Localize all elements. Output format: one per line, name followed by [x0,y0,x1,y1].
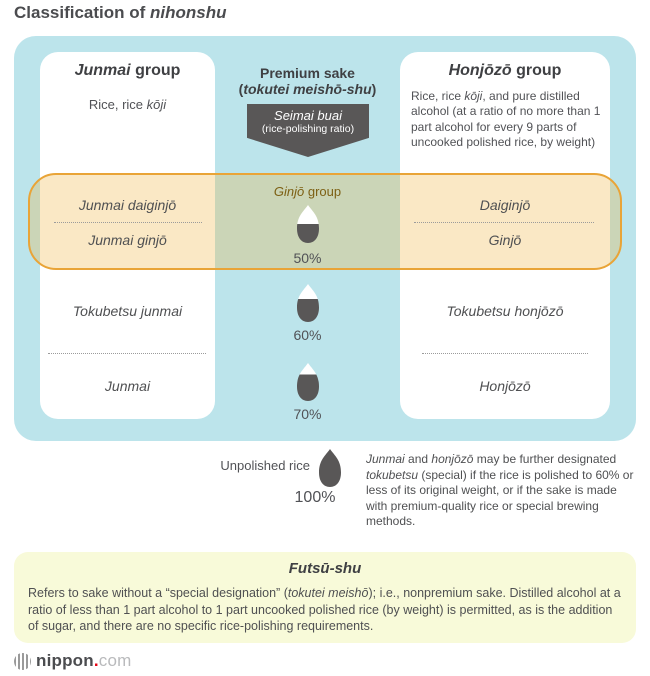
badge-title: Seimai buai [274,108,342,123]
tokubetsu-junmai-label: Tokubetsu junmai [72,303,183,319]
nippon-logo-icon [14,652,31,670]
polish-ratio-70: 70% [293,406,322,422]
ginjo-group-band [28,173,622,270]
tokubetsu-note: Junmai and honjōzō may be further design… [366,452,634,529]
premium-sake-title: Premium sake [260,65,355,81]
divider [54,222,202,223]
page-title: Classification of nihonshu [14,3,227,22]
honjozo-group-header: Honjōzō group [448,62,562,79]
nippon-logo-text: nippon.com [36,651,132,670]
junmai-group-column [40,52,215,419]
junmai-ingredients: Rice, rice kōji [88,97,167,112]
tokubetsu-honjozo-label: Tokubetsu honjōzō [446,303,564,319]
polish-ratio-50: 50% [293,250,322,266]
honjozo-label: Honjōzō [479,378,531,394]
divider [48,353,206,354]
junmai-label: Junmai [104,378,151,394]
polish-ratio-100: 100% [294,489,336,506]
futsu-shu-title: Futsū-shu [288,560,362,577]
unpolished-rice-label: Unpolished rice [220,458,310,473]
honjozo-group-column [400,52,610,419]
junmai-daiginjo-label: Junmai daiginjō [78,197,177,213]
rice-grain-icon [317,449,343,487]
premium-sake-subtitle: (tokutei meishō-shu) [238,81,377,97]
ginjo-label: Ginjō [488,232,522,248]
daiginjo-label: Daiginjō [479,197,531,213]
nippon-logo[interactable]: nippon.com [14,651,132,671]
badge-subtitle: (rice-polishing ratio) [261,123,355,135]
ginjo-group-label: Ginjō group [273,184,342,199]
junmai-ginjo-label: Junmai ginjō [88,232,167,248]
divider [414,222,594,223]
divider [422,353,588,354]
futsu-shu-description: Refers to sake without a “special design… [28,586,621,633]
polish-ratio-60: 60% [293,327,322,343]
futsu-shu-panel [14,552,636,643]
honjozo-ingredients: Rice, rice kōji, and pure distilled alco… [411,89,601,150]
junmai-group-header: Junmai group [74,62,181,79]
